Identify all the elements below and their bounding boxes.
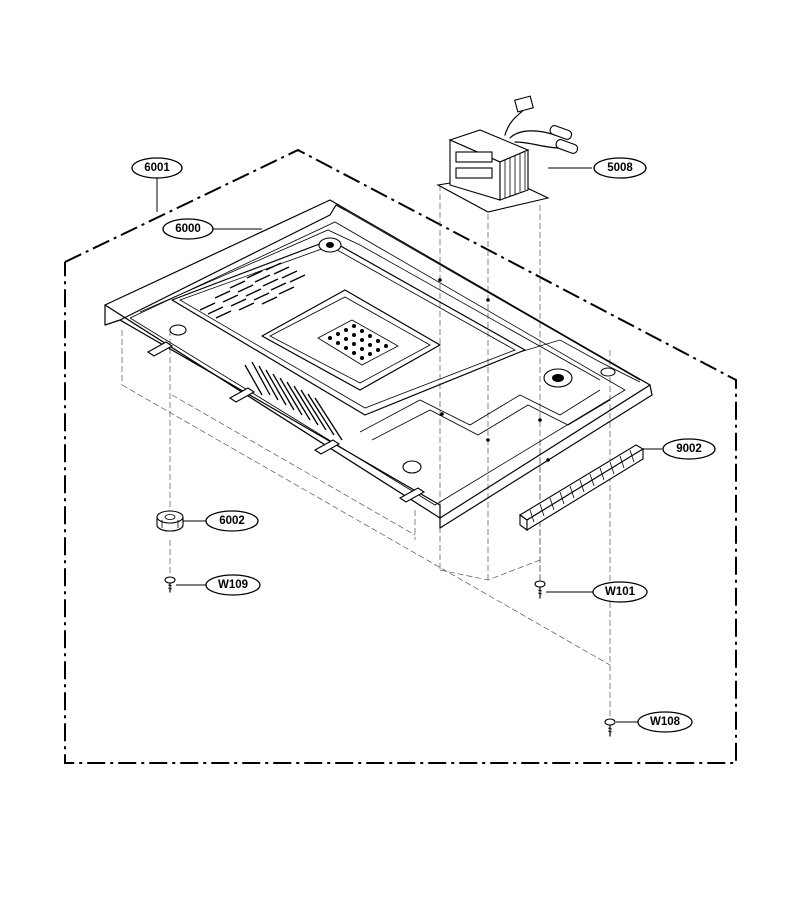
rubber-foot: [156, 510, 184, 532]
screw-w109: [164, 576, 176, 593]
gasket-bar: [518, 444, 645, 532]
callout-9002-text: 9002: [676, 443, 702, 455]
plate-tabs: [146, 341, 426, 503]
base-plate: [104, 199, 653, 529]
vent-slots-left: [199, 262, 306, 319]
callout-5008: 5008: [593, 157, 647, 179]
callout-w101: W101: [592, 581, 648, 603]
callout-6000: 6000: [162, 218, 214, 240]
projection-lines: [121, 185, 611, 720]
screw-w108: [604, 718, 616, 737]
callout-9002: 9002: [662, 438, 716, 460]
plate-bosses: [169, 237, 616, 474]
callout-6001-text: 6001: [144, 162, 170, 174]
callout-6001: 6001: [131, 157, 183, 179]
transformer: [436, 95, 579, 213]
callout-w109: W109: [205, 574, 261, 596]
gasket-texture: [529, 449, 635, 523]
callout-w108: W108: [637, 711, 693, 733]
callout-5008-text: 5008: [607, 162, 633, 174]
callout-w101-text: W101: [605, 586, 636, 598]
callout-6002: 6002: [205, 510, 259, 532]
screw-w101: [534, 580, 546, 599]
assembly-group-boundary: [64, 148, 737, 764]
leader-lines: [156, 167, 662, 723]
transformer-core-lines: [504, 152, 526, 198]
callout-6000-text: 6000: [175, 223, 201, 235]
callout-6002-text: 6002: [219, 515, 245, 527]
callout-w109-text: W109: [218, 579, 248, 591]
center-grille: [317, 319, 399, 366]
callout-w108-text: W108: [650, 716, 681, 728]
louvres: [244, 361, 343, 441]
